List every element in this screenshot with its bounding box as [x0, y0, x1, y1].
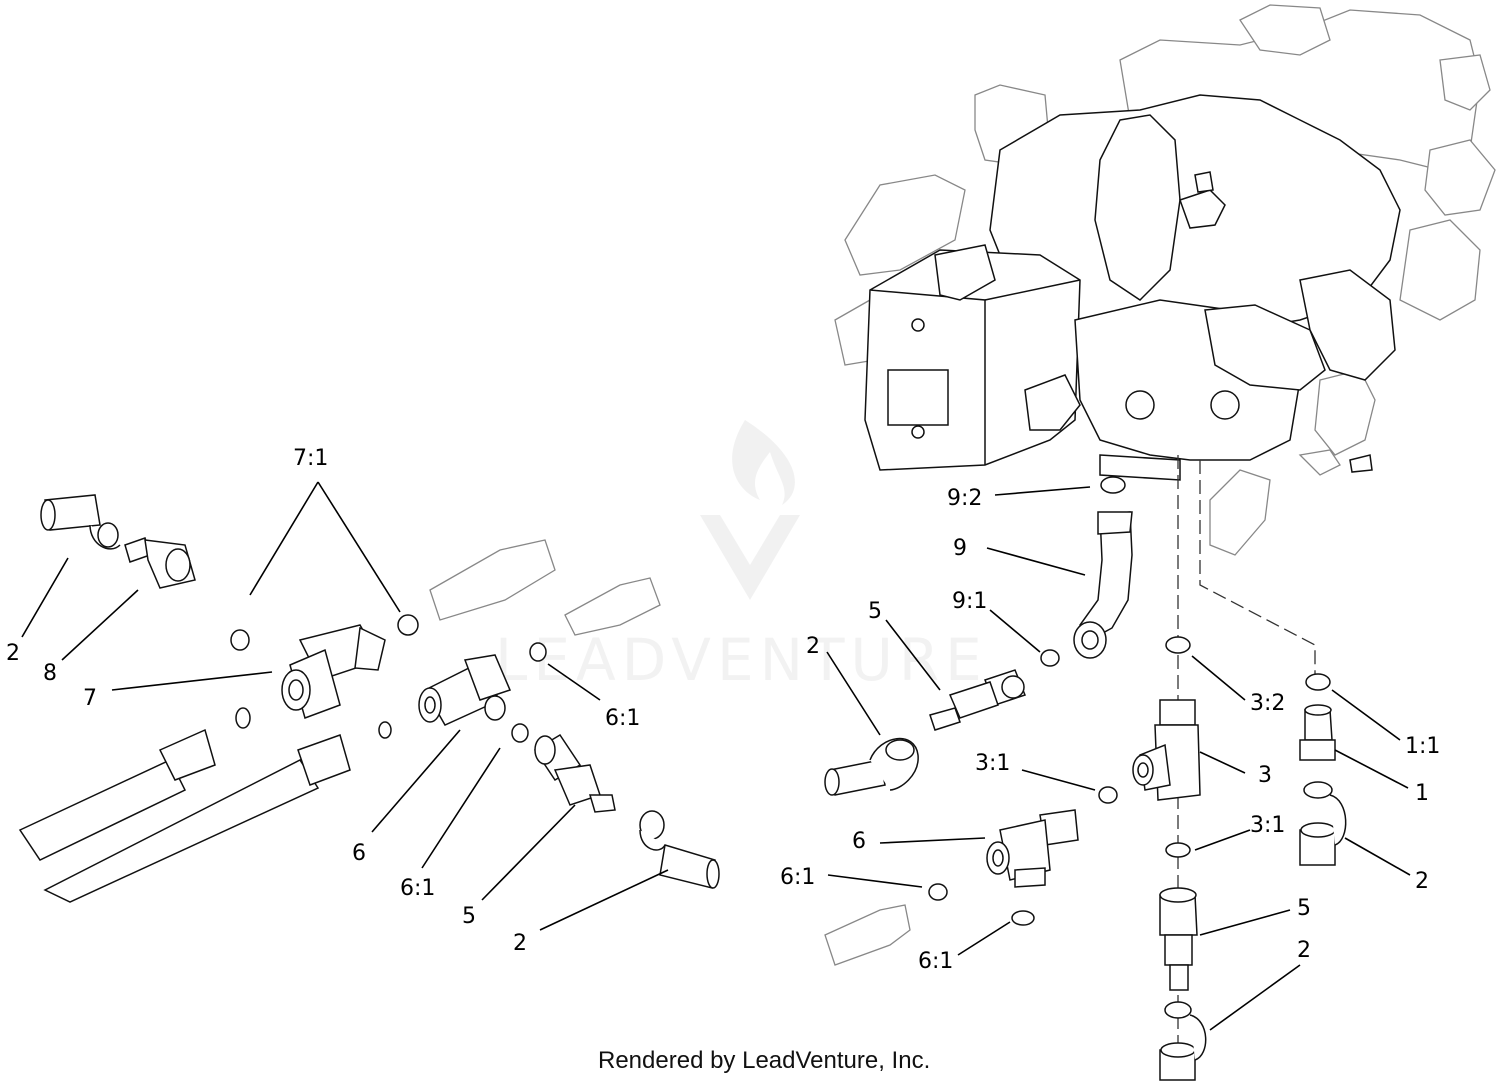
o-ring-9-2	[1100, 476, 1126, 494]
callout-6-1-left-lower: 6:1	[400, 876, 435, 901]
dust-cap-2-left-lower	[639, 810, 720, 889]
callout-3: 3	[1258, 763, 1272, 788]
nut-fitting-8	[124, 537, 196, 589]
tee-fitting-3	[1132, 699, 1201, 801]
dust-cap-2-left	[40, 494, 121, 550]
callout-3-1-upper: 3:1	[975, 751, 1010, 776]
callout-2-bottom: 2	[1297, 938, 1311, 963]
o-ring-3-1-b	[1165, 842, 1191, 858]
test-port-fitting-5-left	[533, 733, 616, 813]
callout-6-1-right: 6:1	[780, 865, 815, 890]
callout-2-right-upper: 2	[806, 634, 820, 659]
dust-cap-2-right	[1299, 781, 1347, 866]
callout-5-left: 5	[462, 904, 476, 929]
leader-lines	[21, 481, 1411, 1031]
test-port-fitting-5-right	[929, 669, 1026, 731]
callout-9: 9	[953, 536, 967, 561]
elbow-fitting-9	[1073, 511, 1133, 659]
hose-end-ghost-left-a	[429, 539, 556, 621]
o-ring-6-1-b	[511, 723, 529, 743]
o-ring-6-1-d	[1011, 910, 1035, 926]
callout-1: 1	[1415, 781, 1429, 806]
callout-6-1-left-upper: 6:1	[605, 706, 640, 731]
hydraulic-pump-assembly	[834, 4, 1496, 556]
dust-cap-2-bottom	[1159, 1001, 1207, 1081]
hose-end-ghost-left-b	[564, 577, 661, 636]
o-ring-left-lower-a	[235, 707, 251, 729]
callout-3-2: 3:2	[1250, 691, 1285, 716]
callout-6-right: 6	[852, 829, 866, 854]
o-ring-9-1	[1040, 649, 1060, 667]
o-ring-left-lower-b	[378, 721, 392, 739]
callout-6-1-bottom: 6:1	[918, 949, 953, 974]
hose-end-ghost-right	[824, 904, 911, 966]
watermark-text: LEADVENTURE	[495, 626, 988, 694]
callout-6-left: 6	[352, 841, 366, 866]
callout-9-2: 9:2	[947, 486, 982, 511]
o-ring-6-1-a	[529, 642, 547, 662]
callout-2-left-lower: 2	[513, 931, 527, 956]
dust-cap-2-right-upper	[824, 738, 919, 796]
callout-5-right: 5	[868, 599, 882, 624]
tee-fitting-7	[281, 624, 386, 719]
callout-9-1: 9:1	[952, 589, 987, 614]
callout-2-left: 2	[6, 641, 20, 666]
hydraulic-hoses-left	[18, 728, 351, 903]
callout-7: 7	[83, 686, 97, 711]
footer-credit: Rendered by LeadVenture, Inc.	[598, 1047, 930, 1074]
tee-fitting-6-right	[986, 809, 1079, 888]
fitting-1	[1299, 704, 1336, 761]
callout-3-1-lower: 3:1	[1250, 813, 1285, 838]
callout-8: 8	[43, 661, 57, 686]
o-ring-7-1-b	[397, 614, 419, 636]
o-ring-7-1-a	[230, 629, 250, 651]
callout-labels: 7:1 2 8 7 6:1 6 6:1 5 2 9:2 9 9:1 5 2 3:…	[6, 446, 1440, 974]
o-ring-6-1-c	[928, 883, 948, 901]
callout-7-1: 7:1	[293, 446, 328, 471]
test-port-fitting-5-bottom	[1159, 887, 1198, 991]
tee-fitting-6-left	[418, 654, 512, 726]
callout-1-1: 1:1	[1405, 734, 1440, 759]
callout-5-bottom: 5	[1297, 896, 1311, 921]
o-ring-1-1	[1305, 673, 1331, 691]
o-ring-3-1-a	[1098, 786, 1118, 804]
o-ring-3-2	[1165, 636, 1191, 654]
callout-2-right: 2	[1415, 869, 1429, 894]
